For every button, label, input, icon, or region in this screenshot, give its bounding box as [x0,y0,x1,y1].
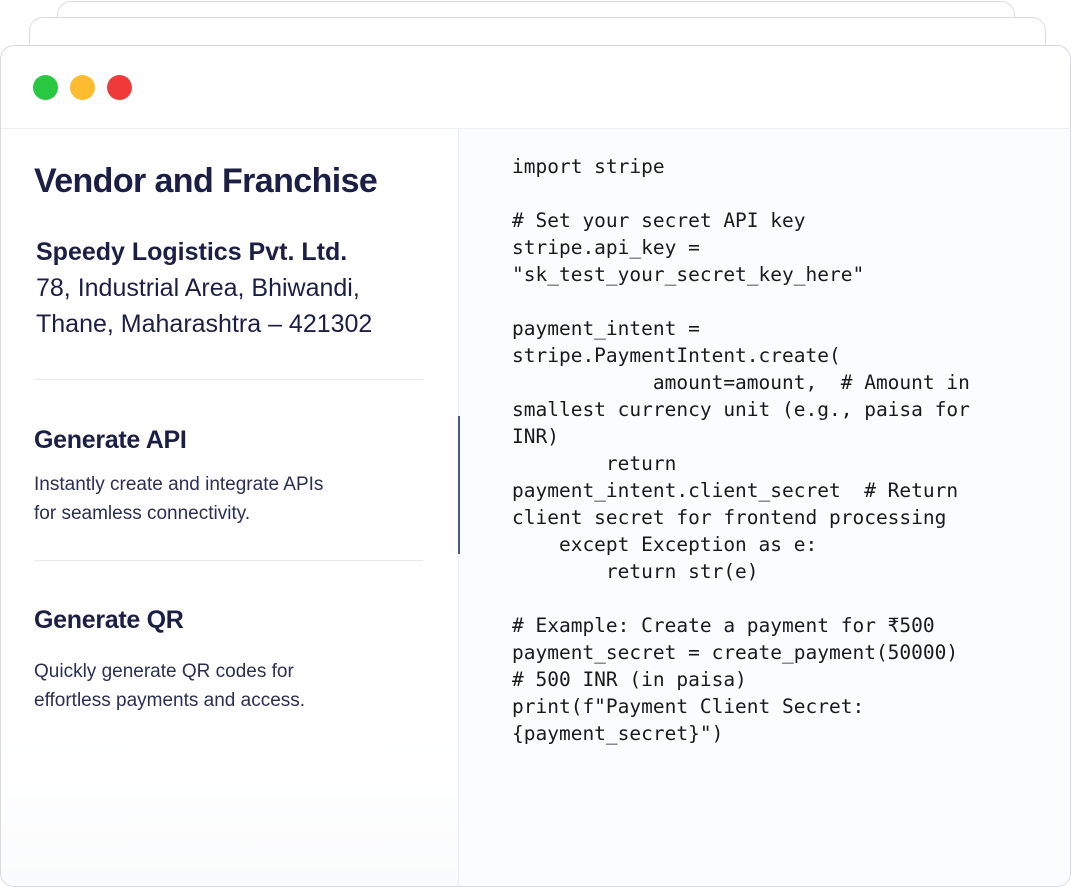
feature-desc-line-1: Instantly create and integrate APIs [34,474,324,495]
feature-desc-line-2: for seamless connectivity. [34,503,251,524]
code-line [512,180,1030,207]
code-line: # Set your secret API key [512,209,806,232]
code-line [512,585,1030,612]
code-line: stripe.api_key = [512,236,700,259]
code-line: return [512,452,677,475]
code-line: INR) [512,425,559,448]
code-panel: import stripe # Set your secret API key st… [459,129,1070,886]
code-line: {payment_secret}") [512,722,724,745]
company-name: Speedy Logistics Pvt. Ltd. [36,238,348,266]
active-feature-indicator [458,416,460,554]
yellow-dot-icon[interactable] [70,74,95,100]
page-title: Vendor and Franchise [34,162,378,200]
code-line: stripe.PaymentIntent.create( [512,344,841,367]
code-line: except Exception as e: [512,533,818,556]
feature-generate-qr[interactable]: Generate QR Quickly generate QR codes fo… [34,605,423,715]
code-line: payment_intent = [512,317,700,340]
code-line: return str(e) [512,560,759,583]
code-line: # 500 INR (in paisa) [512,668,747,691]
code-line: import stripe [512,155,665,178]
company-address-line-2: Thane, Maharashtra – 421302 [36,310,373,338]
window-content: Vendor and Franchise Speedy Logistics Pv… [1,129,1070,886]
code-line: payment_intent.client_secret # Return [512,479,959,502]
divider [34,379,423,380]
code-line: smallest currency unit (e.g., paisa for [512,398,970,421]
left-panel: Vendor and Franchise Speedy Logistics Pv… [1,129,459,886]
feature-title: Generate API [34,426,187,454]
code-line: client secret for frontend processing [512,506,947,529]
feature-generate-api[interactable]: Generate API Instantly create and integr… [34,425,423,528]
window-titlebar [1,46,1070,129]
code-block: import stripe # Set your secret API key st… [512,153,1030,747]
code-line [512,288,1030,315]
code-line: "sk_test_your_secret_key_here" [512,263,865,286]
code-line: # Example: Create a payment for ₹500 [512,614,935,637]
code-line: print(f"Payment Client Secret: [512,695,865,718]
feature-desc-line-2: effortless payments and access. [34,690,306,711]
code-line: payment_secret = create_payment(50000) [512,641,959,664]
code-line: amount=amount, # Amount in [512,371,970,394]
divider [34,560,423,561]
company-address-line-1: 78, Industrial Area, Bhiwandi, [36,274,360,302]
app-window: Vendor and Franchise Speedy Logistics Pv… [0,45,1071,887]
red-dot-icon[interactable] [107,74,132,100]
feature-desc-line-1: Quickly generate QR codes for [34,661,294,682]
green-dot-icon[interactable] [33,74,58,100]
feature-title: Generate QR [34,606,184,634]
